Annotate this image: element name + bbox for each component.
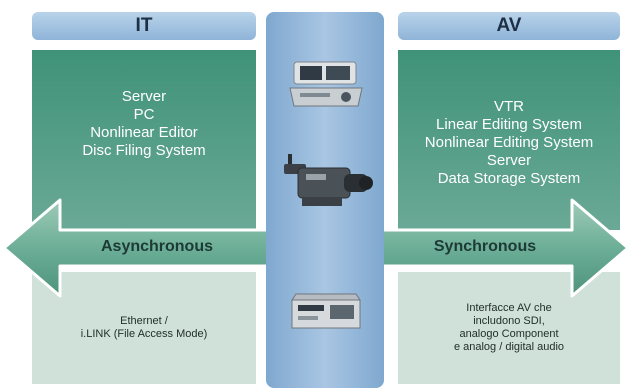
av-item: Server — [486, 152, 532, 169]
it-mode-label: Asynchronous — [62, 232, 252, 262]
it-item: Server — [121, 88, 167, 105]
av-item: Data Storage System — [437, 170, 581, 187]
it-item: Disc Filing System — [82, 142, 206, 159]
it-item: Nonlinear Editor — [90, 124, 198, 141]
vtr-deck-icon — [291, 293, 361, 329]
it-interface-line: Ethernet / — [120, 315, 168, 327]
av-interface-line: analogo Component — [459, 328, 559, 340]
synchronous-label: Synchronous — [433, 238, 537, 255]
av-interface-panel: Interfacce AV che includono SDI, analogo… — [398, 272, 620, 384]
av-interface-line: includono SDI, — [473, 315, 545, 327]
av-item: Nonlinear Editing System — [424, 134, 594, 151]
av-mode-label: Synchronous — [400, 232, 570, 262]
it-item: PC — [133, 106, 155, 123]
it-interface-line: i.LINK (File Access Mode) — [80, 328, 208, 340]
av-item: VTR — [494, 98, 524, 115]
asynchronous-label: Asynchronous — [100, 238, 213, 255]
it-interface-panel: Ethernet / i.LINK (File Access Mode) — [32, 272, 256, 384]
av-interface-line: e analog / digital audio — [453, 341, 565, 353]
editing-controller-icon — [289, 61, 363, 107]
av-header-label: AV — [496, 15, 522, 36]
camcorder-icon — [284, 154, 373, 206]
it-header: IT — [32, 12, 256, 40]
av-item: Linear Editing System — [436, 116, 582, 133]
av-header: AV — [398, 12, 620, 40]
it-systems-panel: Server PC Nonlinear Editor Disc Filing S… — [32, 50, 256, 230]
av-interface-line: Interfacce AV che — [466, 302, 552, 314]
av-systems-panel: VTR Linear Editing System Nonlinear Edit… — [398, 50, 620, 230]
it-header-label: IT — [135, 15, 153, 36]
